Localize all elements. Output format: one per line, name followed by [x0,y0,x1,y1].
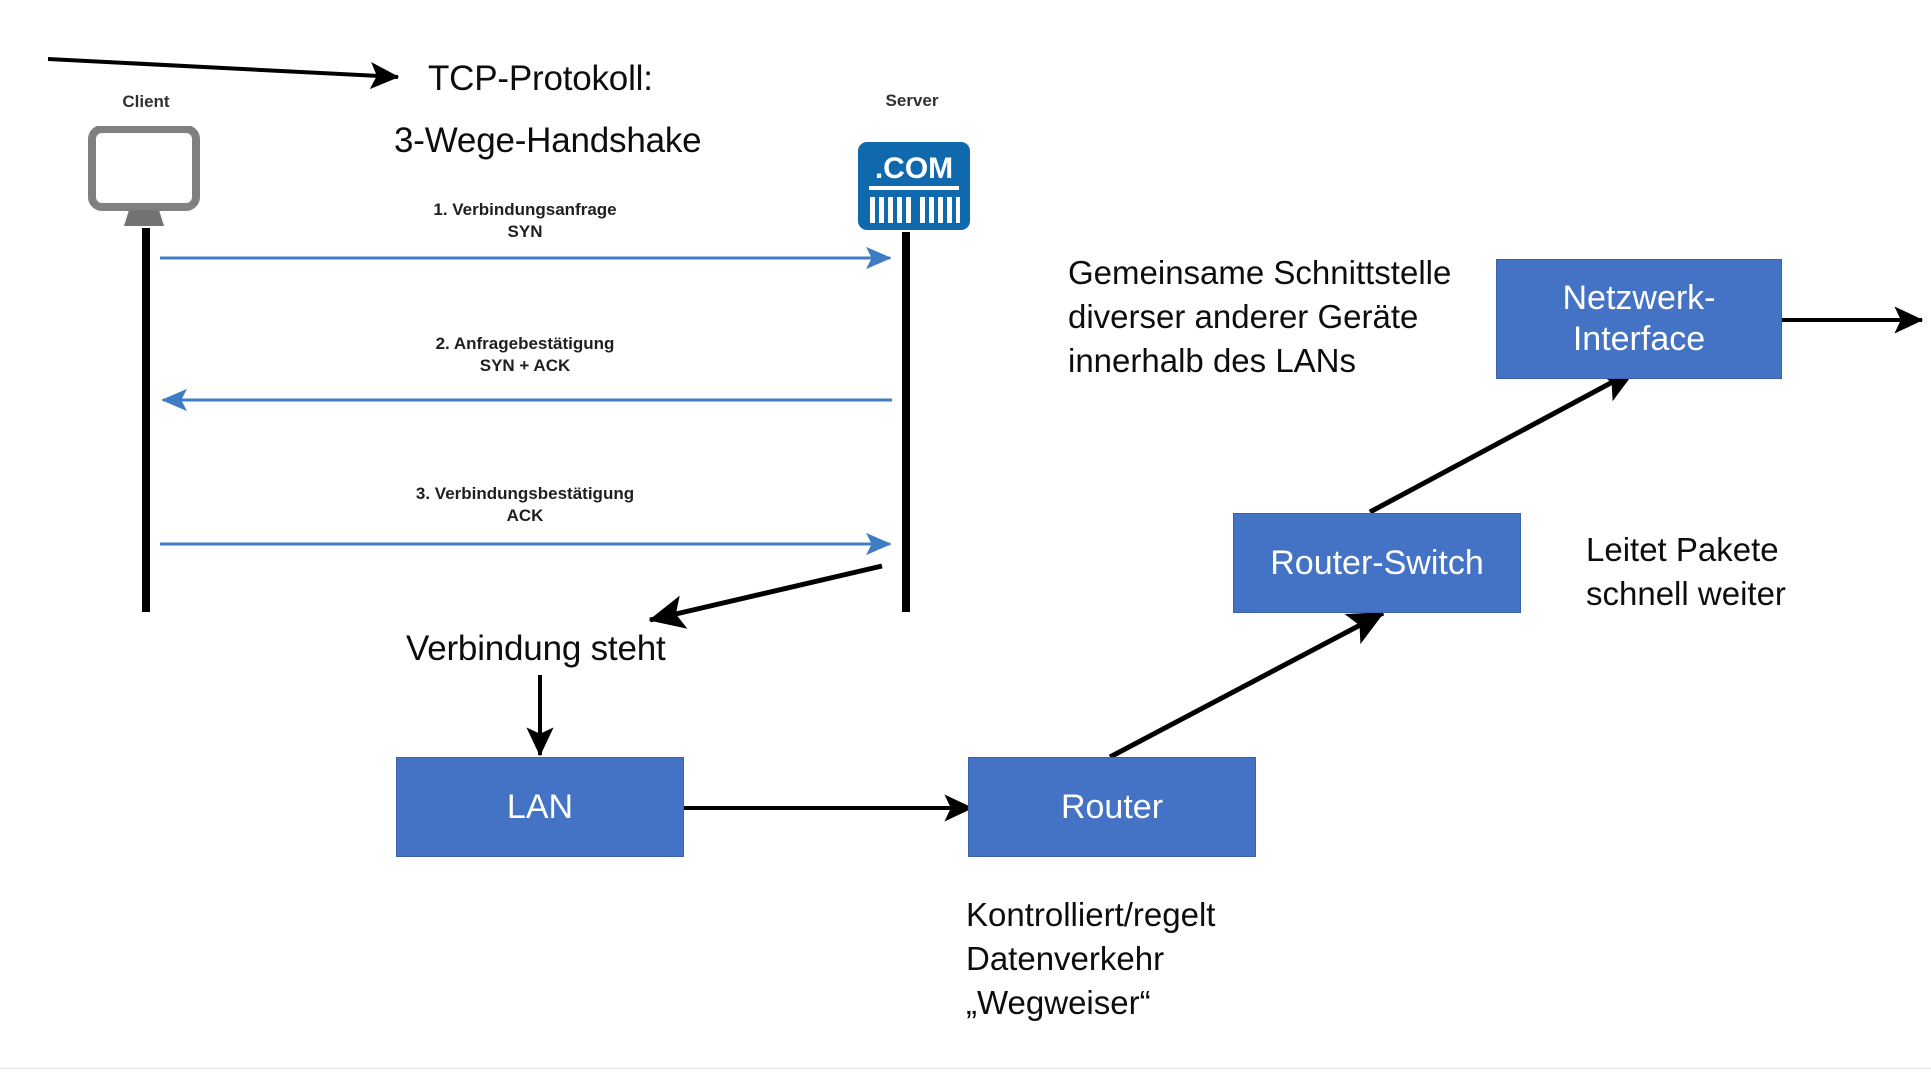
message-1-flags: SYN [507,222,543,241]
page-title-line1: TCP-Protokoll: [428,59,653,98]
node-router-switch-label: Router-Switch [1270,543,1484,582]
node-router-switch[interactable]: Router-Switch [1233,513,1521,613]
message-2-title: 2. Anfragebestätigung [435,334,615,353]
dot-com-server-icon: .COM [858,142,970,230]
message-1-title: 1. Verbindungsanfrage [433,200,617,219]
switch-to-interface-arrow [1368,367,1637,515]
interface-note-line3: innerhalb des LANs [1068,342,1357,379]
interface-note-line2: diverser anderer Geräte [1068,298,1419,335]
server-icon-text: .COM [875,152,953,185]
node-lan-label: LAN [506,787,574,826]
message-2-flags: SYN + ACK [479,356,571,375]
node-router[interactable]: Router [968,757,1256,857]
node-router-label: Router [1060,787,1164,826]
router-note-line1: Kontrolliert/regelt [966,896,1216,933]
router-note-line3: „Wegweiser“ [966,984,1151,1021]
switch-note-line2: schnell weiter [1586,575,1786,612]
message-3-title: 3. Verbindungsbestätigung [415,484,635,503]
node-lan[interactable]: LAN [396,757,684,857]
connection-established-label: Verbindung steht [406,629,666,668]
switch-note-line1: Leitet Pakete [1586,531,1779,568]
desktop-monitor-icon [88,125,200,226]
interface-note-line1: Gemeinsame Schnittstelle [1068,254,1452,291]
slide-footer-divider [0,1068,1931,1069]
connection-established-arrow [648,563,883,629]
server-label: Server [885,91,939,110]
router-to-switch-arrow [1108,610,1385,760]
message-3-flags: ACK [506,506,544,525]
title-pointer-arrow [47,57,400,90]
node-network-interface-label-line1: Netzwerk- [1562,279,1716,318]
router-note-line2: Datenverkehr [966,940,1165,977]
client-label: Client [122,92,170,111]
page-title-line2: 3-Wege-Handshake [394,121,702,160]
node-network-interface[interactable]: Netzwerk- Interface [1496,259,1782,379]
node-network-interface-label-line2: Interface [1572,320,1706,358]
